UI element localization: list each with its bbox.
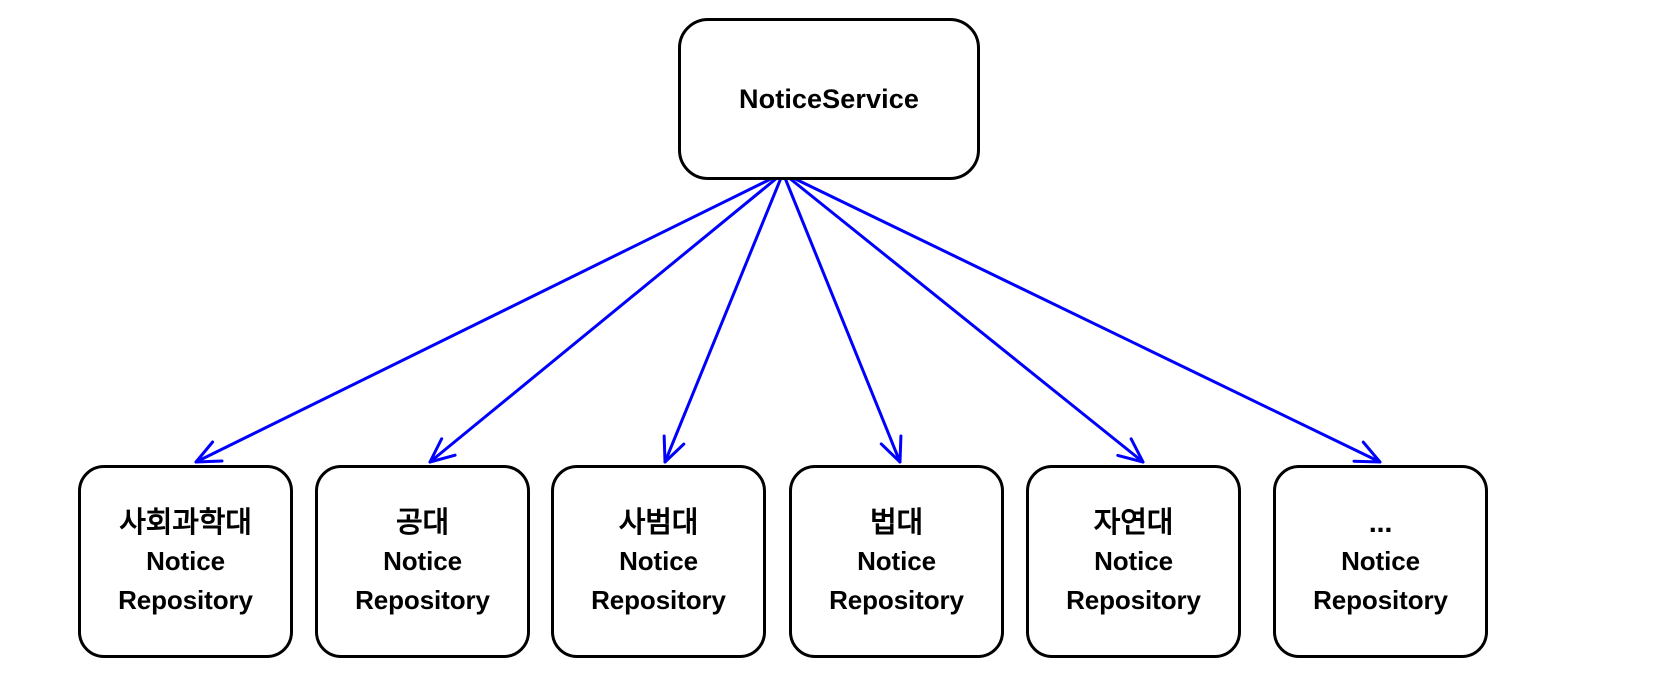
node-natural-science-line2: Notice bbox=[1094, 546, 1173, 577]
node-more-line3: Repository bbox=[1313, 584, 1448, 615]
arrowhead-to-law bbox=[879, 434, 903, 464]
arrowhead-to-more bbox=[1352, 440, 1382, 464]
node-education-title: 사범대 bbox=[618, 506, 699, 539]
arrowhead-to-education bbox=[662, 434, 686, 464]
arrowhead-to-natural-science bbox=[1116, 437, 1145, 464]
node-natural-science-line3: Repository bbox=[1066, 584, 1201, 615]
arrowhead-to-social-science bbox=[194, 440, 224, 464]
node-engineering-line2: Notice bbox=[383, 546, 462, 577]
node-engineering-line3: Repository bbox=[355, 584, 490, 615]
edge-to-education bbox=[663, 171, 785, 464]
node-social-science-line2: Notice bbox=[146, 546, 225, 577]
node-law-title: 법대 bbox=[870, 506, 923, 539]
edge-to-more bbox=[781, 171, 1382, 464]
node-notice-service-label: NoticeService bbox=[739, 83, 919, 114]
node-law-line3: Repository bbox=[829, 584, 964, 615]
edge-to-natural-science bbox=[781, 171, 1145, 464]
edge-to-law bbox=[781, 171, 902, 464]
node-education-line3: Repository bbox=[591, 584, 726, 615]
arrowhead-to-engineering bbox=[428, 437, 457, 464]
edge-to-engineering bbox=[428, 171, 785, 464]
edge-to-social-science bbox=[194, 171, 785, 464]
node-social-science-title: 사회과학대 bbox=[119, 506, 252, 539]
node-education-line2: Notice bbox=[619, 546, 698, 577]
node-natural-science-title: 자연대 bbox=[1093, 506, 1174, 539]
node-social-science-line3: Repository bbox=[118, 584, 253, 615]
node-law-line2: Notice bbox=[857, 546, 936, 577]
node-more-line2: Notice bbox=[1341, 546, 1420, 577]
node-more-title: ... bbox=[1368, 506, 1393, 539]
node-engineering-title: 공대 bbox=[396, 506, 449, 539]
node-notice-service[interactable]: NoticeService bbox=[678, 18, 980, 180]
